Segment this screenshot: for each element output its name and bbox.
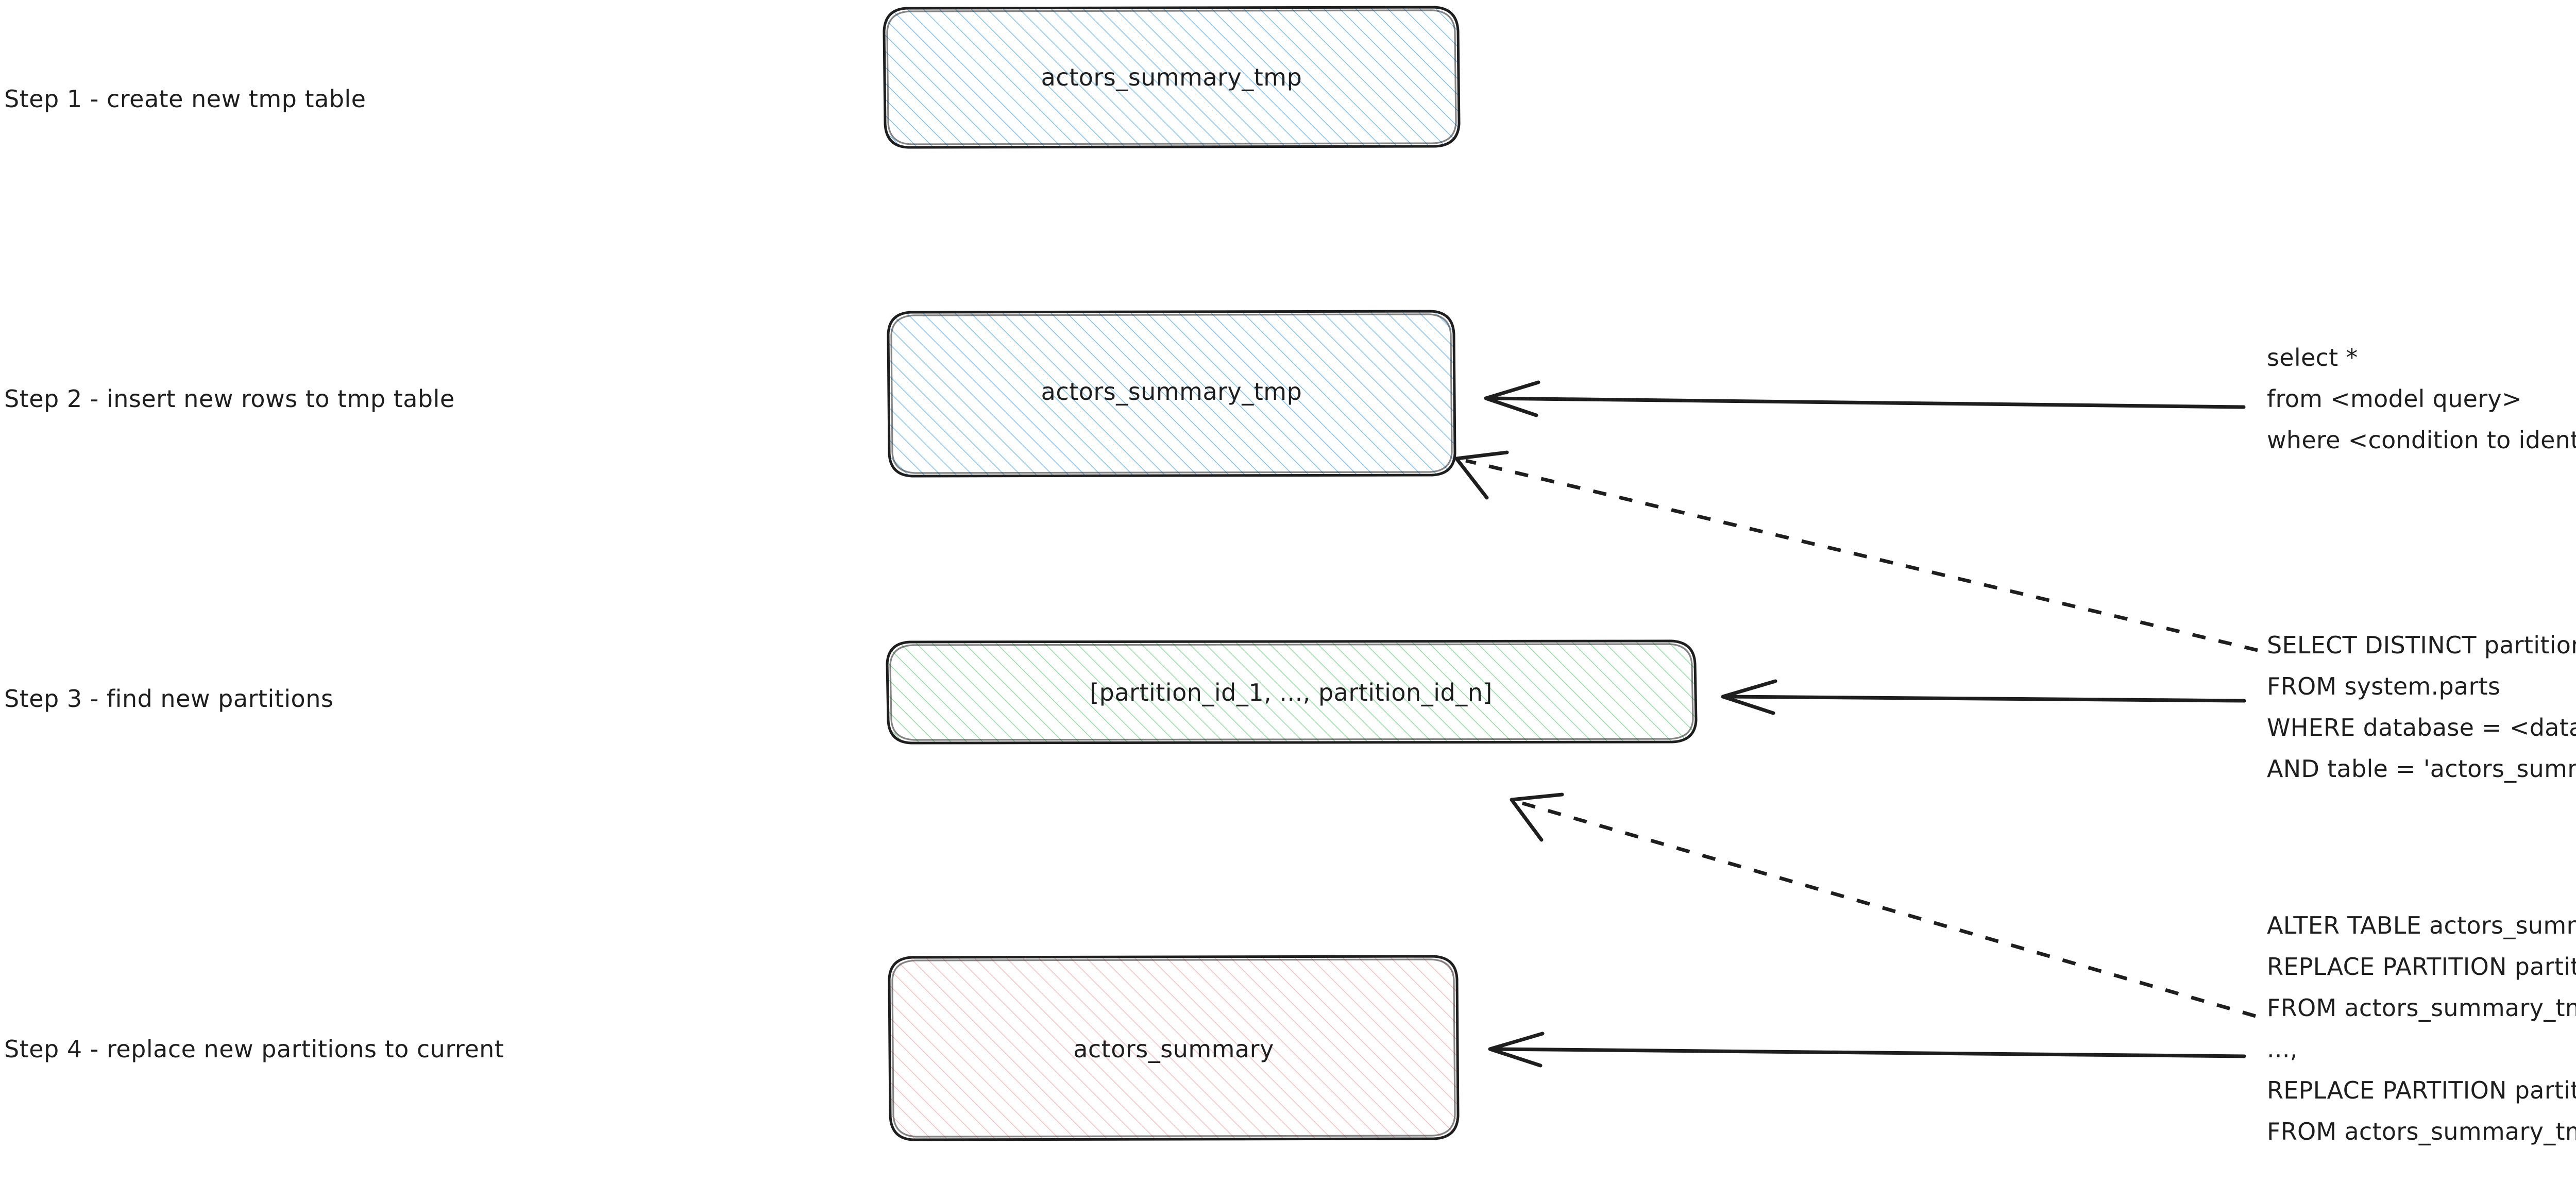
step-2-label: Step 2 - insert new rows to tmp table [4,385,455,413]
code-insert-select-line-3: where <condition to identify new> [2267,426,2576,454]
code-insert-select-line-2: from <model query> [2267,385,2522,413]
arrow-select-to-tmp-head [1484,380,1540,417]
node-tmp-table-1[interactable]: actors_summary_tmp [883,6,1461,149]
step-4-label: Step 4 - replace new partitions to curre… [4,1035,504,1063]
node-partition-list-outline [886,639,1698,745]
arrow-replace-query-to-list-head [1510,792,1564,842]
node-actors-summary[interactable]: actors_summary [888,955,1460,1141]
step-1-label: Step 1 - create new tmp table [4,85,366,113]
code-replace-partitions-line-1: ALTER TABLE actors_summary [2267,911,2576,939]
code-replace-partitions-line-3: FROM actors_summary_tmp, [2267,994,2576,1022]
arrow-replace-query-to-summary [1488,1032,2246,1068]
code-replace-partitions: ALTER TABLE actors_summary REPLACE PARTI… [2267,911,2576,1145]
node-actors-summary-outline [888,955,1460,1141]
node-partition-list-label: [partition_id_1, ..., partition_id_n] [1090,679,1493,706]
arrow-find-partitions-to-list [1721,679,2246,715]
code-find-partitions-line-4: AND table = 'actors_summary_tmp' [2267,755,2576,783]
arrow-replace-query-to-summary-head [1488,1032,1545,1068]
node-tmp-table-1-fill [884,7,1459,147]
code-find-partitions-line-2: FROM system.parts [2267,672,2500,700]
node-actors-summary-outline-sketch [891,958,1456,1138]
arrow-replace-query-to-list [1510,792,2256,1018]
node-tmp-table-2-outline [887,310,1456,478]
code-find-partitions: SELECT DISTINCT partition_id FROM system… [2267,631,2576,783]
node-tmp-table-2-outline-sketch [890,313,1453,474]
step-3-label: Step 3 - find new partitions [4,685,333,713]
node-tmp-table-2[interactable]: actors_summary_tmp [887,310,1456,478]
code-insert-select: select * from <model query> where <condi… [2267,344,2576,454]
node-actors-summary-label: actors_summary [1073,1035,1274,1063]
node-tmp-table-1-label: actors_summary_tmp [1041,63,1302,91]
node-tmp-table-1-outline [883,6,1461,149]
arrow-partitions-query-to-tmp [1454,450,2258,652]
node-tmp-table-1-outline-sketch [886,9,1457,145]
code-replace-partitions-line-4: ..., [2267,1035,2298,1063]
arrow-partitions-query-to-tmp-head [1454,450,1509,500]
code-find-partitions-line-3: WHERE database = <database> [2267,714,2576,741]
code-replace-partitions-line-5: REPLACE PARTITION partition_id_n [2267,1076,2576,1104]
code-insert-select-line-1: select * [2267,344,2358,371]
arrow-find-partitions-to-list-head [1721,679,1777,715]
code-find-partitions-line-1: SELECT DISTINCT partition_id [2267,631,2576,659]
code-replace-partitions-line-6: FROM actors_summary_tmp, [2267,1118,2576,1145]
node-partition-list-fill [887,641,1696,743]
node-tmp-table-2-label: actors_summary_tmp [1041,378,1302,406]
code-replace-partitions-line-2: REPLACE PARTITION partition_id_1 [2267,953,2576,981]
node-tmp-table-2-fill [888,311,1455,476]
node-actors-summary-fill [889,956,1458,1140]
arrow-select-to-tmp [1484,380,2246,417]
node-partition-list[interactable]: [partition_id_1, ..., partition_id_n] [886,639,1698,745]
node-partition-list-outline-sketch [889,643,1694,741]
